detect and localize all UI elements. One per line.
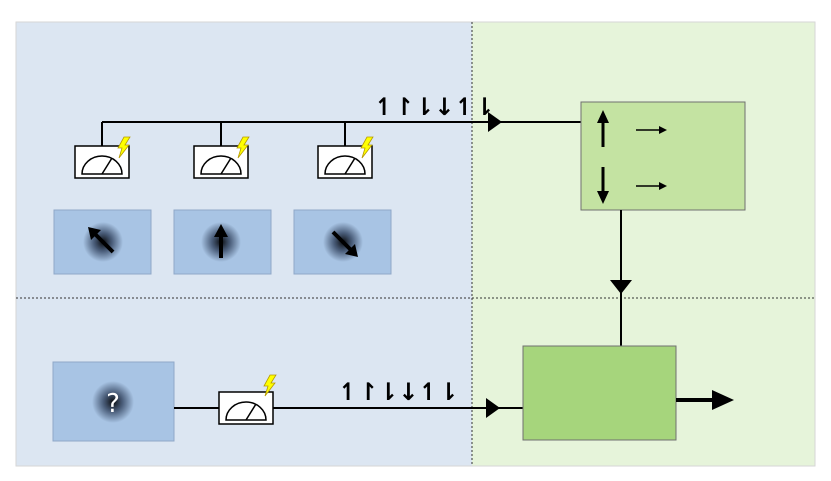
output-box — [522, 345, 677, 441]
bottom-measurement-sequence: ↿↾⇂↓↿⇂ — [338, 378, 459, 406]
arrow-right-icon — [636, 126, 667, 134]
arrow-down-icon — [597, 167, 609, 204]
arrow-down-right-icon — [331, 230, 358, 257]
processing-to-output-arrowhead — [610, 280, 632, 294]
bus-input-arrowhead — [488, 112, 502, 132]
output-arrowhead — [712, 390, 734, 410]
bottom-input-arrowhead — [486, 398, 500, 418]
arrow-up-icon — [597, 110, 609, 147]
arrow-up-icon — [214, 224, 228, 258]
measurement-meter-icon — [218, 391, 274, 425]
question-mark-icon: ? — [106, 389, 120, 419]
arrow-up-left-icon — [88, 227, 115, 254]
arrow-right-icon — [636, 182, 667, 190]
top-measurement-sequence: ↿↾⇂↓↿⇂ — [374, 93, 495, 121]
unknown-glow — [92, 381, 134, 423]
diagram-border — [15, 21, 816, 467]
